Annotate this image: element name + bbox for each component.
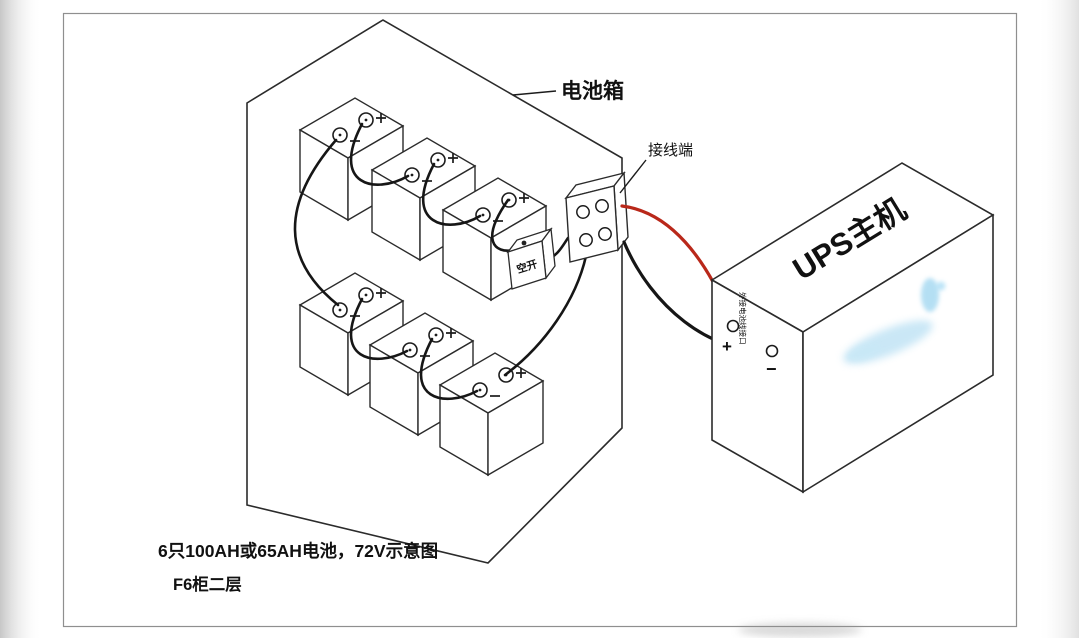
- wire-b5-b6: [419, 337, 479, 401]
- page-edge-right: [1037, 0, 1079, 638]
- caption-line2: F6柜二层: [173, 574, 242, 594]
- breaker-knob: [521, 240, 527, 246]
- blue-smudge-small: [846, 342, 882, 362]
- terminal-block-label: 接线端: [648, 142, 693, 159]
- breaker: 空开: [506, 227, 556, 290]
- ups-right-face: [802, 213, 994, 494]
- terminal-block: [564, 171, 629, 263]
- scan-smudge: [738, 623, 862, 637]
- wire-b1-b4: [293, 138, 340, 307]
- diagram-border: [62, 12, 1018, 628]
- ups-unit: UPS主机 外接电池线接口 + −: [710, 162, 995, 494]
- battery-box-leader-line: [512, 90, 557, 96]
- page-edge-left: [0, 0, 42, 638]
- ups-negative-terminal: [765, 344, 779, 358]
- terminal-block-leader-line: [619, 159, 647, 194]
- battery-box-label: 电池箱: [561, 79, 624, 103]
- breaker-label: 空开: [515, 257, 539, 276]
- ups-plus-sign: +: [722, 337, 732, 356]
- blue-smudge-vertical: [921, 278, 939, 312]
- wire-b4-b5: [349, 297, 409, 361]
- blue-smudge-dot: [936, 281, 946, 291]
- wire-b1-b2: [349, 122, 410, 186]
- wire-b6-terminal: [503, 254, 588, 377]
- battery-box-outline: [246, 19, 623, 564]
- ups-positive-terminal: [726, 319, 740, 333]
- ups-port-note: 外接电池线接口: [738, 292, 748, 345]
- series-wires: [293, 122, 588, 401]
- caption-line1: 6只100AH或65AH电池，72V示意图: [158, 541, 438, 561]
- wire-b2-b3: [421, 162, 482, 226]
- ups-minus-sign: −: [766, 359, 777, 379]
